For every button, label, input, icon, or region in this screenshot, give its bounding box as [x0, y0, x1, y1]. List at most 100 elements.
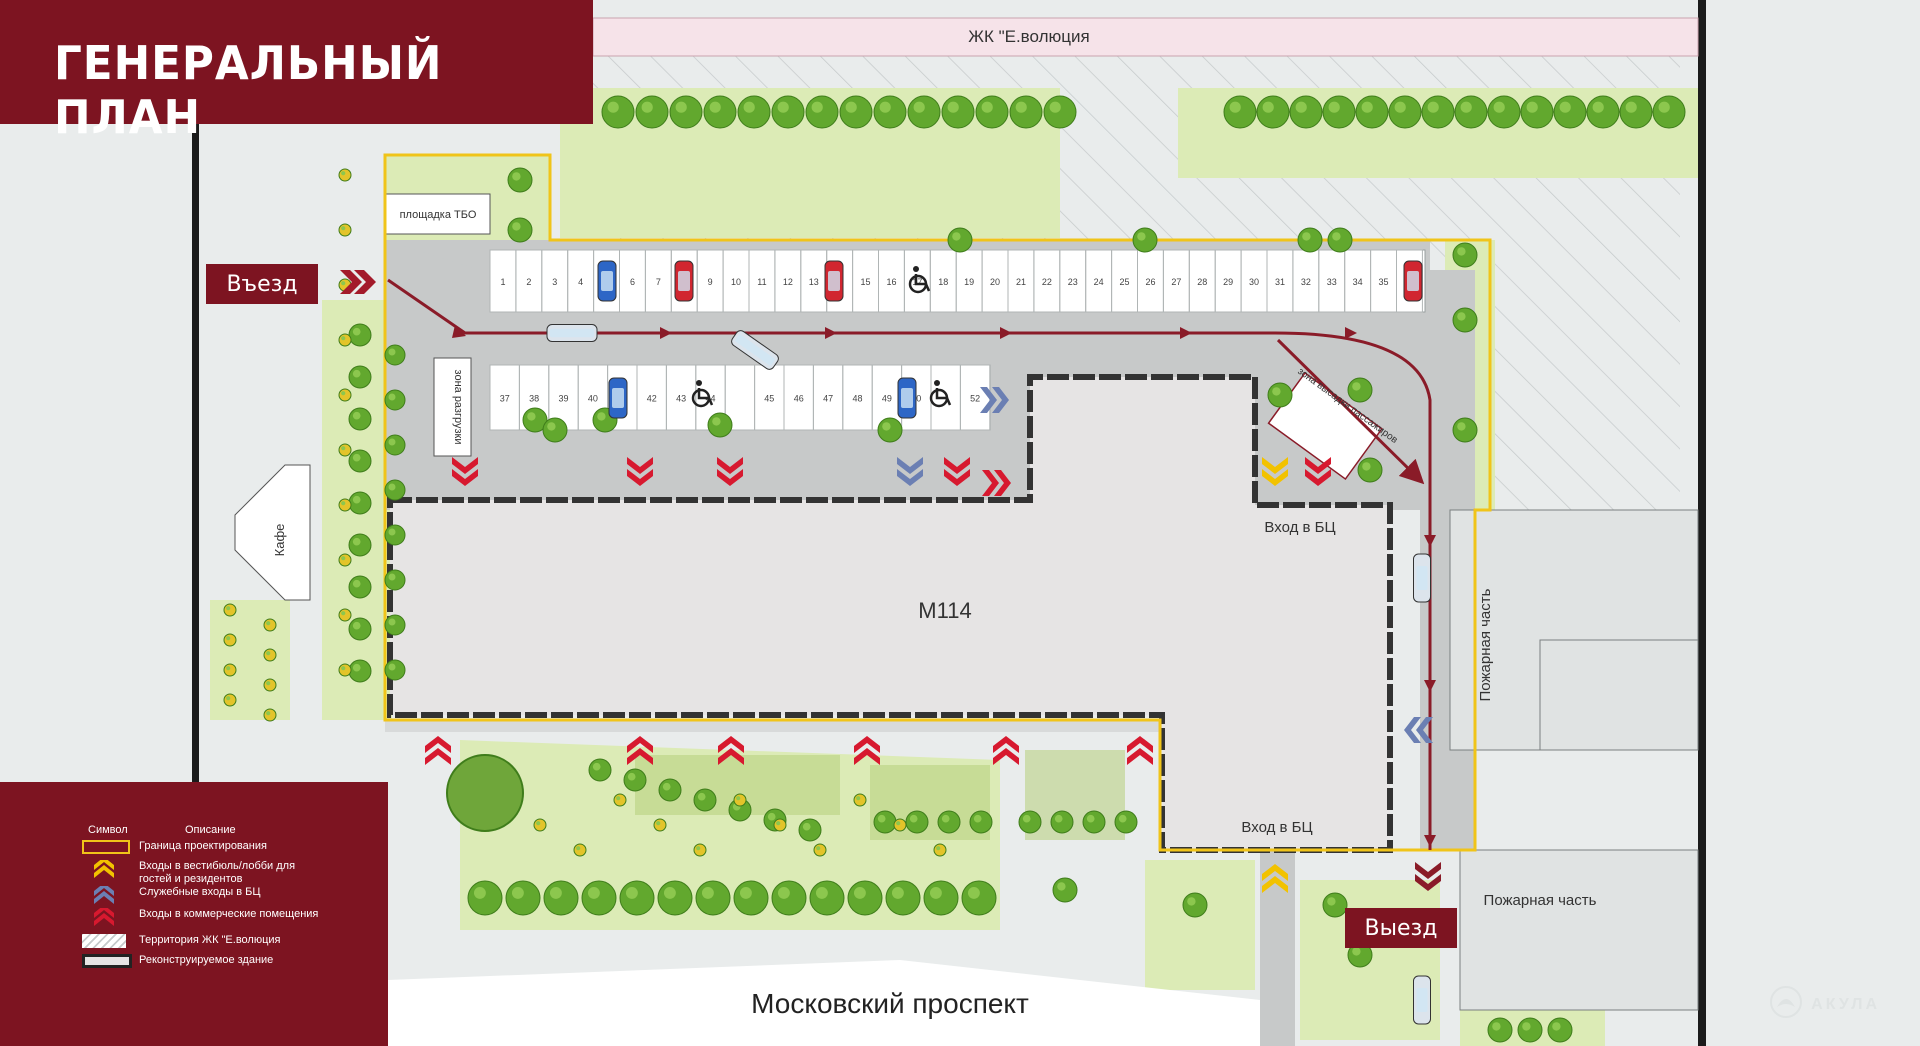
service-entrance-icon	[980, 387, 1009, 413]
parking-slot-number: 23	[1068, 277, 1078, 287]
tree-icon	[223, 693, 237, 707]
tree-icon	[384, 389, 406, 411]
legend-item-label: Реконструируемое здание	[139, 954, 274, 966]
tree-icon	[1297, 227, 1323, 253]
tree-icon	[1289, 95, 1323, 129]
tree-icon	[658, 778, 682, 802]
car-icon	[731, 330, 779, 370]
tree-icon	[348, 617, 372, 641]
tree-icon	[798, 818, 822, 842]
tree-icon	[348, 407, 372, 431]
tree-icon	[873, 810, 897, 834]
legend-swatch-hatched	[82, 934, 126, 948]
tree-icon	[809, 880, 845, 916]
parking-slot-number: 12	[783, 277, 793, 287]
tree-icon	[1223, 95, 1257, 129]
tree-icon	[839, 95, 873, 129]
legend-item-label: Служебные входы в БЦ	[139, 886, 261, 898]
legend-symbol-header: Символ	[88, 824, 128, 836]
parking-slot-number: 19	[964, 277, 974, 287]
tree-icon	[619, 880, 655, 916]
wheelchair-icon	[929, 380, 952, 408]
tree-icon	[805, 95, 839, 129]
commercial-entrance-icon	[627, 736, 653, 765]
shark-icon	[1769, 985, 1803, 1024]
parking-slot-number: 37	[500, 394, 510, 404]
cafe-label: Кафе	[272, 524, 287, 557]
tree-icon	[384, 614, 406, 636]
tree-icon	[1355, 95, 1389, 129]
tree-icon	[1082, 810, 1106, 834]
tree-icon	[1421, 95, 1455, 129]
parking-slot-number: 52	[970, 394, 980, 404]
commercial-entrance-icon	[944, 457, 970, 486]
tree-icon	[1043, 95, 1077, 129]
tree-icon	[338, 168, 352, 182]
parking-slot-number: 13	[809, 277, 819, 287]
entrance-markers	[425, 387, 1441, 893]
tree-icon	[263, 618, 277, 632]
parking-slot-number: 40	[588, 394, 598, 404]
page-title: ГЕНЕРАЛЬНЫЙ ПЛАН	[54, 36, 443, 144]
parking-slot-number: 38	[529, 394, 539, 404]
tree-icon	[1114, 810, 1138, 834]
tree-icon	[384, 479, 406, 501]
tree-icon	[1132, 227, 1158, 253]
tree-icon	[384, 569, 406, 591]
tree-icon	[905, 810, 929, 834]
tree-icon	[533, 818, 547, 832]
tree-icon	[223, 603, 237, 617]
tree-icon	[771, 95, 805, 129]
parking-slot-number: 43	[676, 394, 686, 404]
tree-icon	[771, 880, 807, 916]
tree-icon	[733, 880, 769, 916]
legend-item-label: Входы в вестибюль/лобби для гостей и рез…	[139, 860, 296, 885]
tree-icon	[263, 648, 277, 662]
parking-slot-number: 29	[1223, 277, 1233, 287]
commercial-entrance-icon	[452, 457, 478, 486]
parking-slot-number: 34	[1353, 277, 1363, 287]
brand-name: АКУЛА	[1811, 995, 1880, 1013]
parking-slot-number: 32	[1301, 277, 1311, 287]
commercial-entrance-icon	[1305, 457, 1331, 486]
tree-icon	[1322, 95, 1356, 129]
parking-slot-number: 16	[886, 277, 896, 287]
tree-icon	[581, 880, 617, 916]
parking-slot-number: 17	[912, 277, 922, 287]
parking-slot-number: 46	[794, 394, 804, 404]
tree-icon	[695, 880, 731, 916]
parking-slot-number: 31	[1275, 277, 1285, 287]
tree-icon	[653, 818, 667, 832]
brand-logo: АКУЛА	[1769, 985, 1880, 1024]
building-label: М114	[918, 598, 971, 623]
parking-slot-number: 48	[852, 394, 862, 404]
tbo-label: площадка ТБО	[400, 209, 477, 221]
tree-icon	[669, 95, 703, 129]
tree-icon	[1347, 377, 1373, 403]
tree-icon	[923, 880, 959, 916]
tree-icon	[737, 95, 771, 129]
tree-icon	[1652, 95, 1686, 129]
car-icon	[608, 377, 628, 419]
tree-icon	[657, 880, 693, 916]
parking-slot-number: 7	[656, 277, 661, 287]
tree-icon	[338, 663, 352, 677]
tree-icon	[1009, 95, 1043, 129]
entrance-bc-label-2: Вход в БЦ	[1241, 819, 1312, 836]
street-area	[388, 960, 1260, 1046]
entrance-bc-label-1: Вход в БЦ	[1264, 519, 1335, 536]
tree-icon	[338, 553, 352, 567]
commercial-entrance-icon	[425, 736, 451, 765]
tree-icon	[1267, 382, 1293, 408]
tree-icon	[1182, 892, 1208, 918]
tree-icon	[1487, 1017, 1513, 1043]
tree-icon	[961, 880, 997, 916]
project-boundary	[383, 153, 1492, 852]
tree-icon	[613, 793, 627, 807]
legend-item-label: Граница проектирования	[139, 840, 267, 852]
tree-icon	[1487, 95, 1521, 129]
tree-icon	[507, 217, 533, 243]
tree-icon	[937, 810, 961, 834]
tree-icon	[773, 818, 787, 832]
tree-icon	[877, 417, 903, 443]
